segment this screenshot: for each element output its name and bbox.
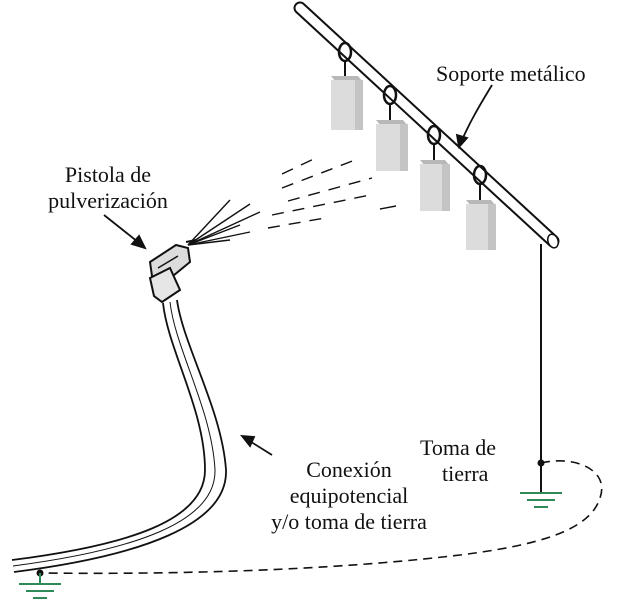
ground-label-line2: tierra xyxy=(442,461,489,486)
bond-label-line1: Conexión xyxy=(306,457,392,482)
gun-label-line2: pulverización xyxy=(48,188,168,213)
support-ground-symbol xyxy=(520,492,562,508)
spray-pattern xyxy=(187,156,397,246)
hanging-part-1 xyxy=(331,41,363,130)
leader-arrows xyxy=(103,84,493,456)
spray-hose xyxy=(11,299,227,573)
metal-support-rail xyxy=(293,1,560,249)
bond-label-line2: equipotencial xyxy=(290,483,409,508)
hose-ground-symbol xyxy=(19,583,61,599)
spray-gun xyxy=(148,239,197,304)
hanging-part-2 xyxy=(376,84,408,171)
equipotential-dashed-link xyxy=(39,460,603,575)
hanging-part-4 xyxy=(466,164,496,250)
hanging-part-3 xyxy=(420,124,450,211)
bond-label-line3: y/o toma de tierra xyxy=(271,509,427,534)
gun-label-line1: Pistola de xyxy=(65,162,151,187)
ground-label-line1: Toma de xyxy=(420,435,496,460)
support-label: Soporte metálico xyxy=(436,61,586,86)
